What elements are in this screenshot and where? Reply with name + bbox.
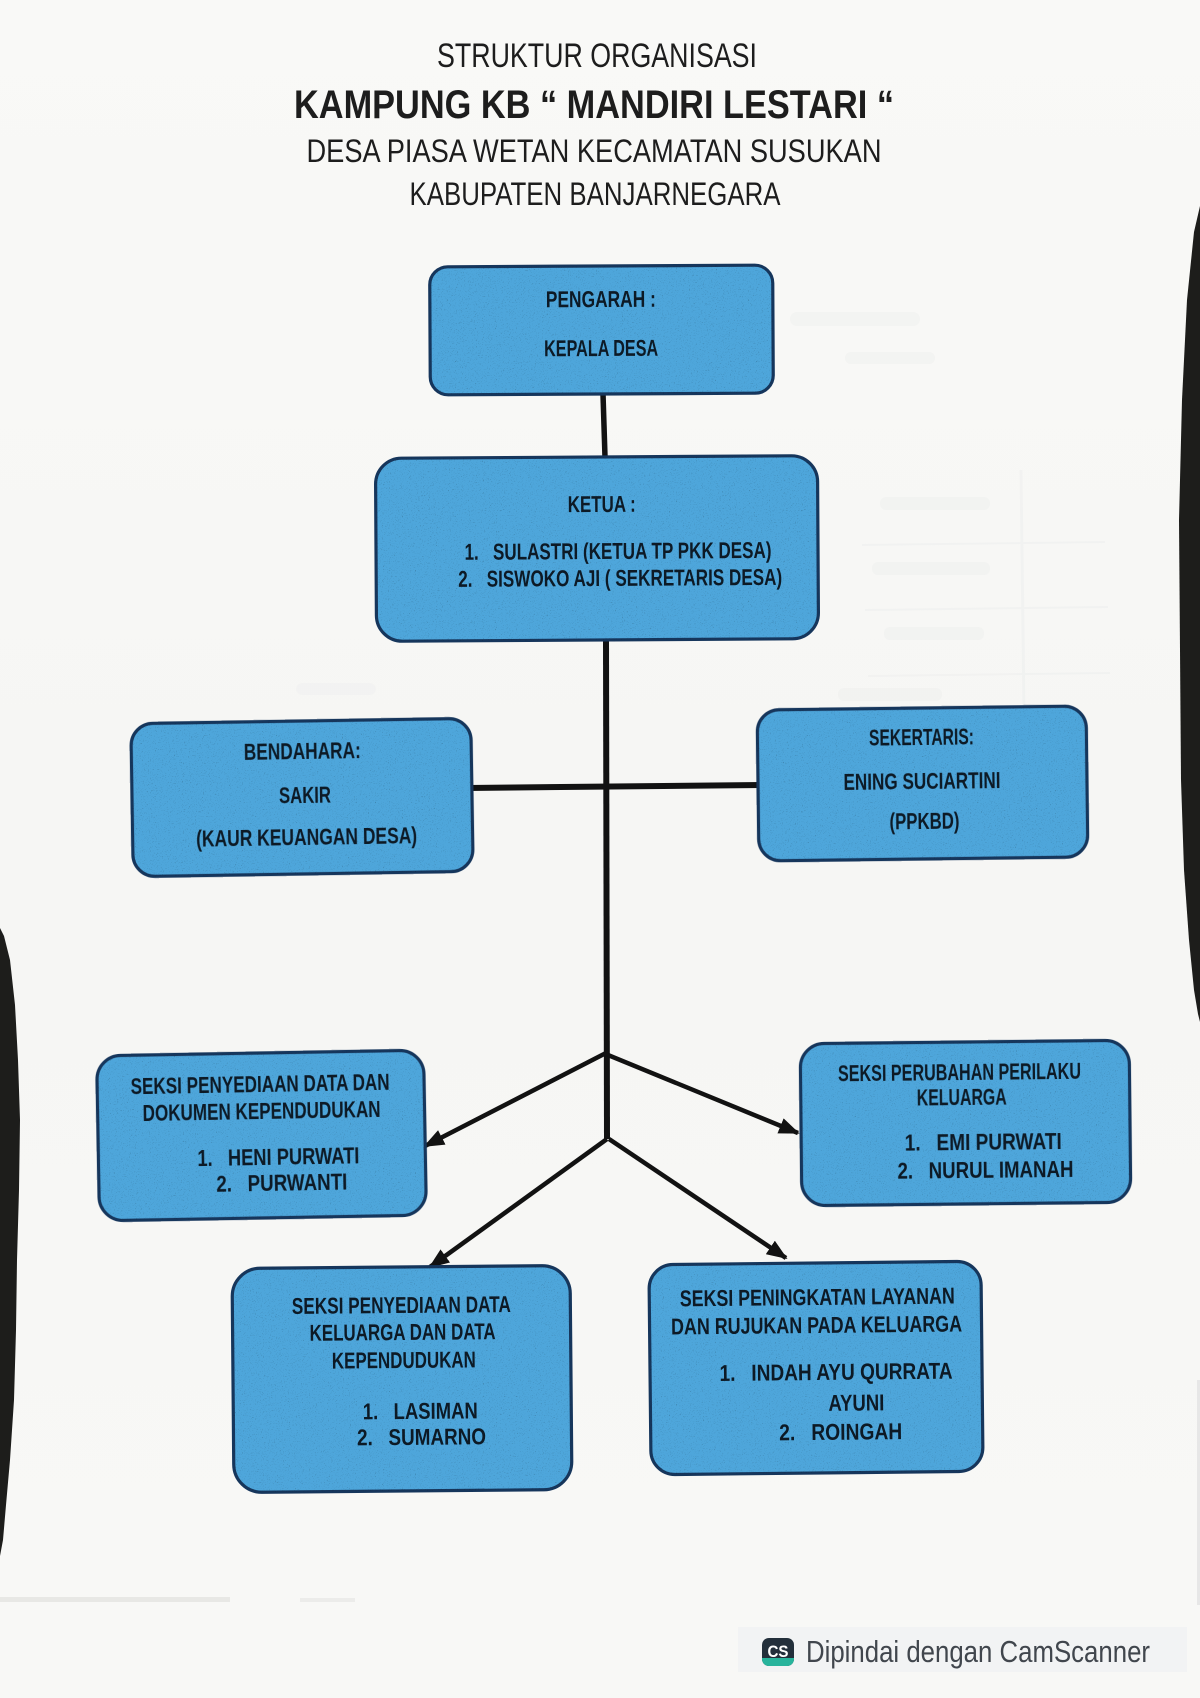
svg-text:CS: CS — [768, 1642, 789, 1661]
svg-text:STRUKTUR ORGANISASI: STRUKTUR ORGANISASI — [437, 37, 757, 75]
svg-text:Dipindai dengan CamScanner: Dipindai dengan CamScanner — [806, 1634, 1150, 1669]
svg-text:DESA PIASA WETAN KECAMATAN SUS: DESA PIASA WETAN KECAMATAN SUSUKAN — [307, 133, 882, 169]
svg-text:KAMPUNG KB “ MANDIRI LESTARI “: KAMPUNG KB “ MANDIRI LESTARI “ — [294, 83, 894, 127]
svg-text:KABUPATEN BANJARNEGARA: KABUPATEN BANJARNEGARA — [410, 176, 782, 212]
